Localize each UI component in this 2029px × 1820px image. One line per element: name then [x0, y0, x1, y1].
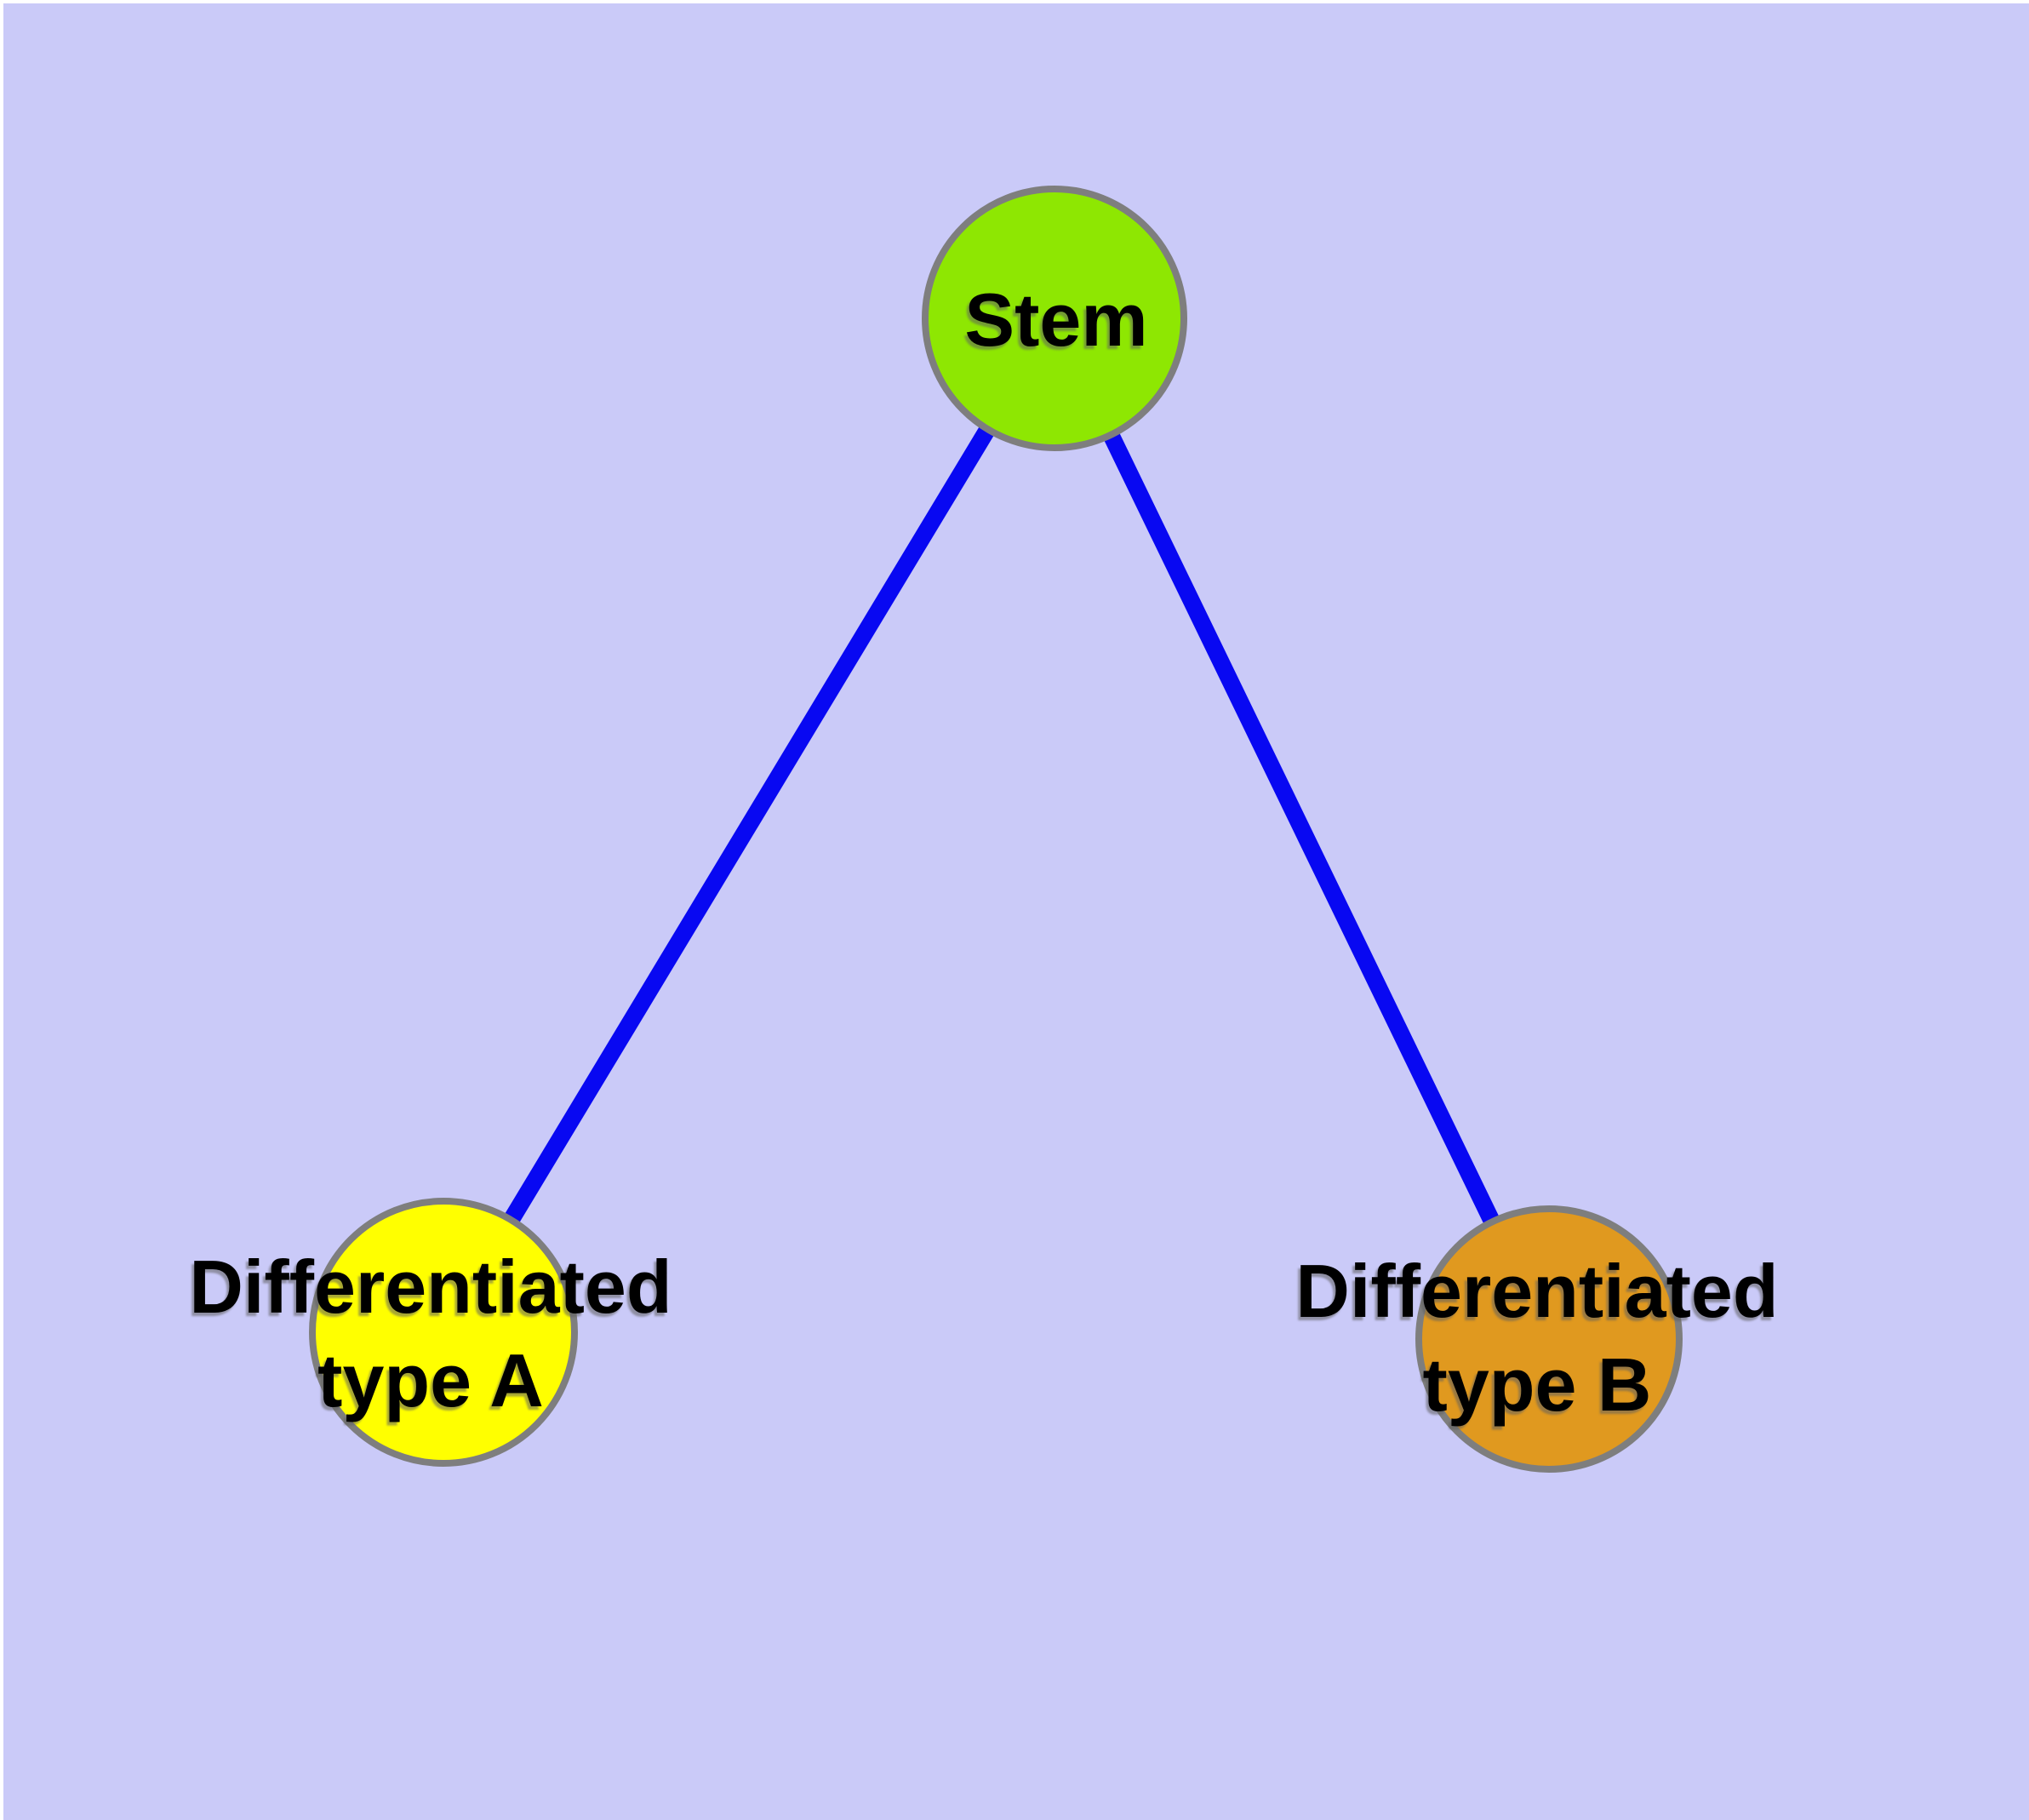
node-differentiated-type-b	[1415, 1205, 1683, 1473]
node-label-type-a-line1: Differentiated	[189, 1245, 672, 1329]
node-stem	[922, 186, 1187, 451]
node-label-differentiated-type-a: Differentiated type A	[189, 1240, 672, 1428]
node-label-type-a-line2: type A	[317, 1338, 544, 1422]
node-label-stem-text: Stem	[964, 278, 1148, 362]
edge-stem-to-type-b	[1047, 314, 1557, 1343]
edge-stem-to-type-a	[436, 313, 1062, 1337]
node-label-type-b-line2: type B	[1422, 1342, 1652, 1427]
canvas-left-margin	[0, 0, 3, 1820]
node-label-type-b-line1: Differentiated	[1295, 1249, 1779, 1333]
node-label-stem: Stem	[964, 273, 1147, 367]
node-differentiated-type-a	[309, 1198, 578, 1467]
node-label-differentiated-type-b: Differentiated type B	[1295, 1245, 1778, 1432]
canvas-top-margin	[0, 0, 2029, 3]
